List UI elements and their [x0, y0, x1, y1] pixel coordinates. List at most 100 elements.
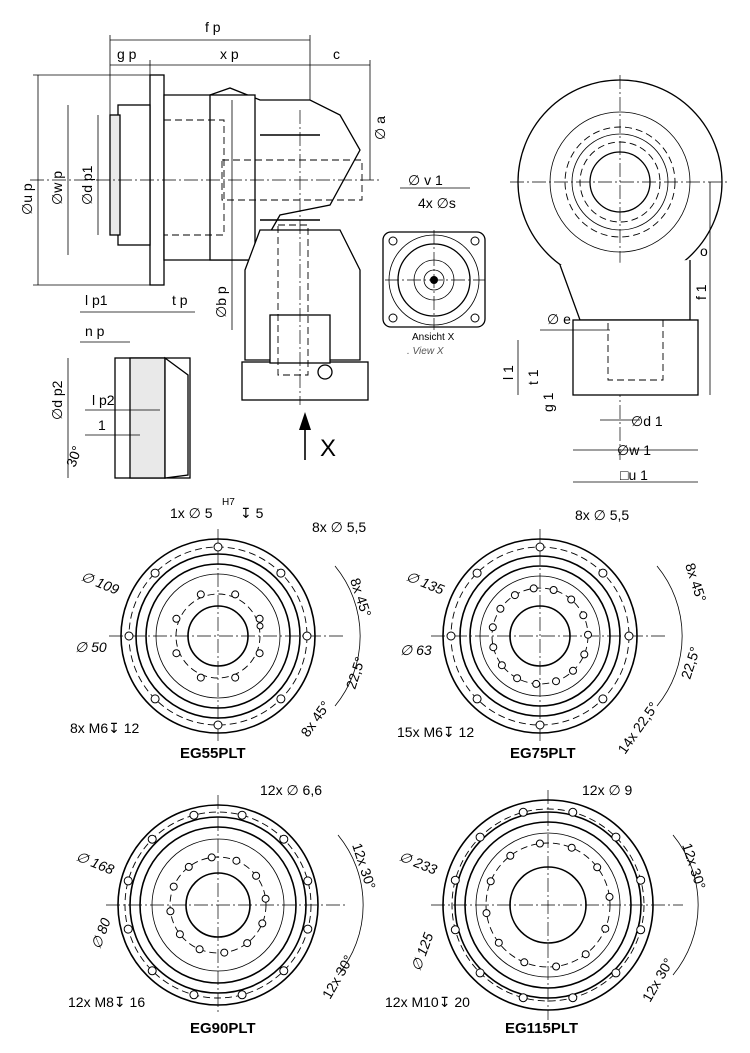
flange4-thread-hole	[581, 950, 590, 959]
dim-l1: l 1	[500, 365, 516, 380]
flange3-holes-label: 12x ∅ 6,6	[260, 782, 322, 798]
dim-up: ∅u p	[19, 183, 35, 215]
flange4-bolt-hole	[636, 925, 646, 935]
flange2-bolt-hole	[598, 568, 608, 578]
dim-dp1: ∅d p1	[79, 165, 95, 205]
flange3-bolt-hole	[147, 834, 157, 844]
flange4-thread-hole	[605, 892, 614, 901]
flange2-thread-hole	[497, 661, 506, 670]
flange3-thread-hole	[175, 930, 184, 939]
housing-section	[209, 94, 256, 261]
view-label-en: . View X	[407, 346, 444, 357]
flange3-bolt-hole	[303, 924, 313, 934]
flange2-bolt-hole	[472, 568, 482, 578]
flange3-ang1: 12x 30°	[349, 841, 379, 891]
flange2-bolt-hole	[446, 631, 456, 641]
flange3-outer: ∅ 168	[74, 848, 117, 878]
flange4-thread-hole	[482, 909, 491, 918]
dim-t1: t 1	[525, 369, 541, 385]
flange-views	[106, 529, 699, 1020]
detail-view: ∅d p2 l p2 1 30°	[49, 356, 191, 479]
flange4-holes-label: 12x ∅ 9	[582, 782, 633, 798]
front-output-flange	[572, 319, 699, 396]
flange2-thread-hole	[488, 623, 497, 632]
dim-xp: x p	[220, 46, 239, 62]
flange2-thread-hole	[552, 677, 560, 686]
dim-d1: ∅d 1	[631, 413, 663, 429]
side-view: f p g p x p c ∅ a ∅u p ∅w p ∅d p1 ∅b p l…	[19, 19, 388, 462]
flange3-bolt-hole	[189, 810, 199, 820]
flange3-bolt-hole	[237, 990, 247, 1000]
flange4-thread-hole	[535, 839, 544, 848]
flange4-title: EG115PLT	[505, 1020, 578, 1037]
flange3-bolt-hole	[303, 876, 313, 886]
dim-gp: g p	[117, 46, 137, 62]
flange2-bolt-hole	[535, 542, 545, 552]
flange3-thread-hole	[258, 919, 267, 928]
dim-f1: f 1	[693, 284, 709, 300]
flange1-bolt-hole	[213, 720, 223, 730]
flange2-thread-hole	[580, 650, 589, 659]
dim-tp: t p	[172, 292, 188, 308]
flange4-ang1: 12x 30°	[679, 841, 709, 891]
flange1-thread: 8x M6↧ 12	[70, 720, 140, 736]
flange1-pin-tol: H7	[222, 497, 235, 508]
flange2-thread-hole	[579, 611, 588, 620]
flange2-thread-hole	[489, 643, 498, 652]
flange4-bolt-hole	[518, 993, 528, 1003]
flange1-thread-hole	[196, 590, 205, 599]
dim-4xs: 4x ∅s	[418, 195, 456, 211]
flange4-bolt-hole	[611, 968, 621, 978]
flange1-angle-arc	[334, 565, 361, 707]
flange2-bolt-hole	[535, 720, 545, 730]
flange2-thread-hole	[567, 595, 576, 604]
dim-u1: □u 1	[620, 467, 648, 483]
flange3-title: EG90PLT	[190, 1020, 256, 1037]
flange4-thread-hole	[593, 863, 602, 872]
flange1-title: EG55PLT	[180, 745, 246, 762]
dim-lp2: l p2	[92, 392, 115, 408]
flange3-pcd: ∅ 80	[88, 916, 114, 951]
flange4-bolt-hole	[475, 832, 485, 842]
shaft-key	[317, 364, 333, 380]
flange2-thread-hole	[549, 586, 558, 594]
dim-g1: g 1	[540, 392, 556, 412]
flange4-thread-hole	[567, 843, 576, 852]
flange3-thread-hole	[184, 862, 193, 871]
flange3-bolt-hole	[237, 810, 247, 820]
view-arrow-label: X	[320, 435, 336, 462]
flange3-thread-hole	[261, 894, 270, 903]
flange3-angle-arc	[337, 834, 364, 976]
flange3-thread-hole	[252, 871, 261, 880]
flange2-title: EG75PLT	[510, 745, 576, 762]
flange1-thread-hole	[231, 673, 240, 682]
flange4-thread-hole	[601, 924, 610, 933]
flange1-bolt-hole	[124, 631, 134, 641]
flange4-bolt-hole	[450, 875, 460, 885]
flange4-angle-arc	[672, 834, 699, 976]
flange1-bolt-hole	[276, 568, 286, 578]
dim-w1: ∅w 1	[617, 442, 651, 458]
dim-o: o	[700, 243, 708, 259]
front-view: f 1 o ∅ e l 1 t 1 g 1 ∅d 1 ∅w 1 □u 1	[500, 75, 730, 483]
flange1-thread-hole	[172, 649, 181, 658]
flange3-ang3: 12x 30°	[319, 952, 357, 1001]
flange3-thread: 12x M8↧ 16	[68, 994, 145, 1010]
flange2-thread-hole	[569, 666, 577, 675]
flange2-holes-label: 8x ∅ 5,5	[575, 507, 629, 523]
output-flange	[241, 361, 369, 401]
flange4-pcd: ∅ 125	[408, 930, 437, 973]
flange2-thread: 15x M6↧ 12	[397, 724, 474, 740]
flange1-pin-label: 1x ∅ 5	[170, 505, 213, 521]
flange4-thread-hole	[552, 962, 561, 971]
flange1-thread-hole	[255, 614, 264, 623]
flange1-ang2: 22,5°	[343, 655, 368, 691]
flange1-pcd: ∅ 50	[75, 639, 107, 655]
dim-c: c	[333, 46, 340, 62]
flange4-thread-hole	[506, 851, 515, 860]
dim-bp: ∅b p	[213, 286, 229, 318]
flange1-pin-hole	[256, 622, 264, 630]
flange1-thread-hole	[196, 673, 205, 682]
dim-lp1: l p1	[85, 292, 108, 308]
flange1-thread-hole	[172, 614, 181, 623]
